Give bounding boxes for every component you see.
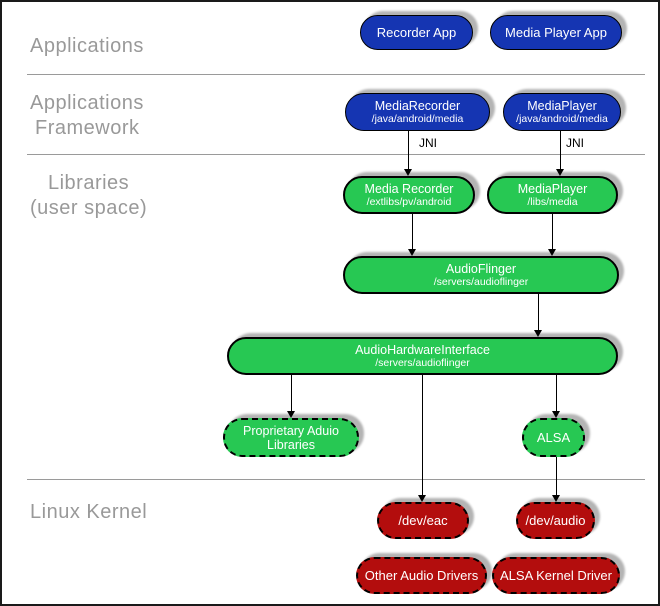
divider-libraries-kernel bbox=[27, 479, 645, 480]
node-sublabel: /libs/media bbox=[527, 196, 578, 208]
node-audio-flinger: AudioFlinger /servers/audioflinger bbox=[343, 256, 619, 294]
node-media-player-framework: MediaPlayer /java/android/media bbox=[503, 93, 621, 131]
node-sublabel: /servers/audioflinger bbox=[433, 276, 529, 288]
arrowhead-icon bbox=[404, 169, 412, 176]
arrowhead-icon bbox=[418, 495, 426, 502]
arrowhead-icon bbox=[552, 495, 560, 502]
node-label: AudioFlinger bbox=[445, 262, 517, 276]
layer-label-line: (user space) bbox=[30, 197, 148, 219]
connector-mediaplayer-audioflinger bbox=[552, 214, 553, 251]
node-media-recorder-framework: MediaRecorder /java/android/media bbox=[345, 93, 490, 131]
layer-label-applications-framework: Applications Framework bbox=[30, 91, 144, 141]
layer-label-libraries: Libraries (user space) bbox=[30, 171, 147, 221]
connector-audioflinger-ahi bbox=[538, 294, 539, 332]
node-label: Proprietary Aduio bbox=[243, 423, 339, 438]
node-label: ALSA Kernel Driver bbox=[500, 567, 612, 583]
node-dev-audio: /dev/audio bbox=[516, 502, 595, 539]
node-label: MediaPlayer bbox=[527, 99, 597, 113]
node-label: MediaRecorder bbox=[374, 99, 461, 113]
layer-label-line: Libraries bbox=[47, 172, 130, 194]
node-label: Media Recorder bbox=[364, 182, 454, 196]
node-label: AudioHardwareInterface bbox=[355, 343, 490, 357]
node-other-audio-drivers: Other Audio Drivers bbox=[356, 557, 487, 594]
node-label: Media Player App bbox=[505, 24, 607, 40]
connector-mediaplayer-jni bbox=[560, 131, 561, 171]
connector-ahi-proprietary bbox=[291, 375, 292, 413]
node-media-player-lib: MediaPlayer /libs/media bbox=[487, 176, 618, 214]
node-label: MediaPlayer bbox=[517, 182, 588, 196]
node-recorder-app: Recorder App bbox=[360, 15, 473, 50]
node-label: /dev/audio bbox=[525, 512, 586, 528]
arrowhead-icon bbox=[552, 411, 560, 418]
layer-label-linux-kernel: Linux Kernel bbox=[30, 501, 148, 523]
node-sublabel: /servers/audioflinger bbox=[375, 357, 470, 369]
arrowhead-icon bbox=[556, 169, 564, 176]
connector-mediarecorder-audioflinger bbox=[412, 214, 413, 251]
node-alsa-kernel-driver: ALSA Kernel Driver bbox=[492, 557, 620, 594]
connector-ahi-alsa bbox=[556, 375, 557, 413]
layer-label-line: Applications bbox=[30, 92, 144, 114]
node-label: Other Audio Drivers bbox=[364, 567, 479, 583]
connector-ahi-dev-eac bbox=[422, 375, 423, 497]
node-sublabel: /java/android/media bbox=[371, 113, 464, 125]
node-label: Recorder App bbox=[376, 24, 457, 40]
arrowhead-icon bbox=[548, 249, 556, 256]
node-label: /dev/eac bbox=[398, 512, 448, 528]
arrowhead-icon bbox=[287, 411, 295, 418]
edge-label-jni-right: JNI bbox=[566, 136, 584, 150]
divider-framework-libraries bbox=[27, 154, 645, 155]
node-audio-hardware-interface: AudioHardwareInterface /servers/audiofli… bbox=[227, 337, 618, 375]
node-proprietary-audio-libraries: Proprietary Aduio Libraries bbox=[223, 418, 359, 457]
node-label: ALSA bbox=[536, 429, 571, 445]
connector-mediarecorder-jni bbox=[408, 131, 409, 171]
node-media-player-app: Media Player App bbox=[490, 15, 622, 50]
node-alsa: ALSA bbox=[522, 418, 585, 457]
layer-label-applications: Applications bbox=[30, 35, 144, 57]
node-dev-eac: /dev/eac bbox=[377, 502, 469, 539]
arrowhead-icon bbox=[408, 249, 416, 256]
layer-label-line: Framework bbox=[35, 117, 140, 139]
arrowhead-icon bbox=[534, 330, 542, 337]
node-media-recorder-lib: Media Recorder /extlibs/pv/android bbox=[343, 176, 475, 214]
divider-applications-framework bbox=[27, 74, 645, 75]
connector-alsa-dev-audio bbox=[556, 457, 557, 497]
node-sublabel: /extlibs/pv/android bbox=[366, 196, 452, 208]
node-sublabel: /java/android/media bbox=[516, 113, 608, 125]
node-label: Libraries bbox=[267, 437, 315, 452]
edge-label-jni-left: JNI bbox=[419, 136, 437, 150]
